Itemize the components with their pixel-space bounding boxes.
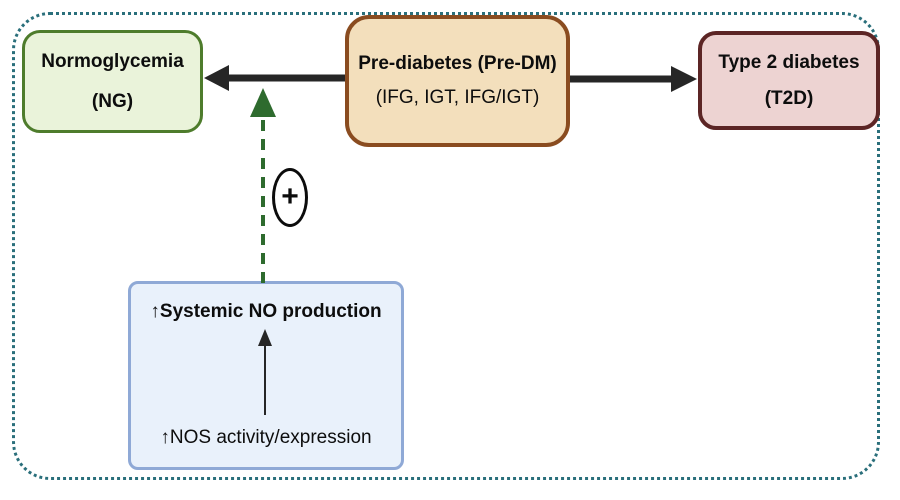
normoglycemia-title: Normoglycemia (41, 50, 184, 72)
box-type2-diabetes: Type 2 diabetes (T2D) (698, 31, 880, 130)
prediabetes-subtypes: (IFG, IGT, IFG/IGT) (375, 87, 540, 108)
type2-diabetes-title: Type 2 diabetes (718, 51, 860, 73)
normoglycemia-abbrev: (NG) (91, 90, 134, 112)
positive-effect-badge: + (272, 168, 308, 227)
box-no-production: ↑Systemic NO production ↑NOS activity/ex… (128, 281, 404, 470)
box-normoglycemia: Normoglycemia (NG) (22, 30, 203, 133)
systemic-no-production-label: ↑Systemic NO production (150, 301, 382, 322)
box-prediabetes: Pre-diabetes (Pre-DM) (IFG, IGT, IFG/IGT… (345, 15, 570, 147)
plus-icon: + (281, 179, 299, 213)
prediabetes-title: Pre-diabetes (Pre-DM) (358, 53, 557, 74)
outer-dotted-border (12, 12, 880, 480)
nos-activity-expression-label: ↑NOS activity/expression (160, 427, 372, 448)
type2-diabetes-abbrev: (T2D) (764, 87, 814, 109)
